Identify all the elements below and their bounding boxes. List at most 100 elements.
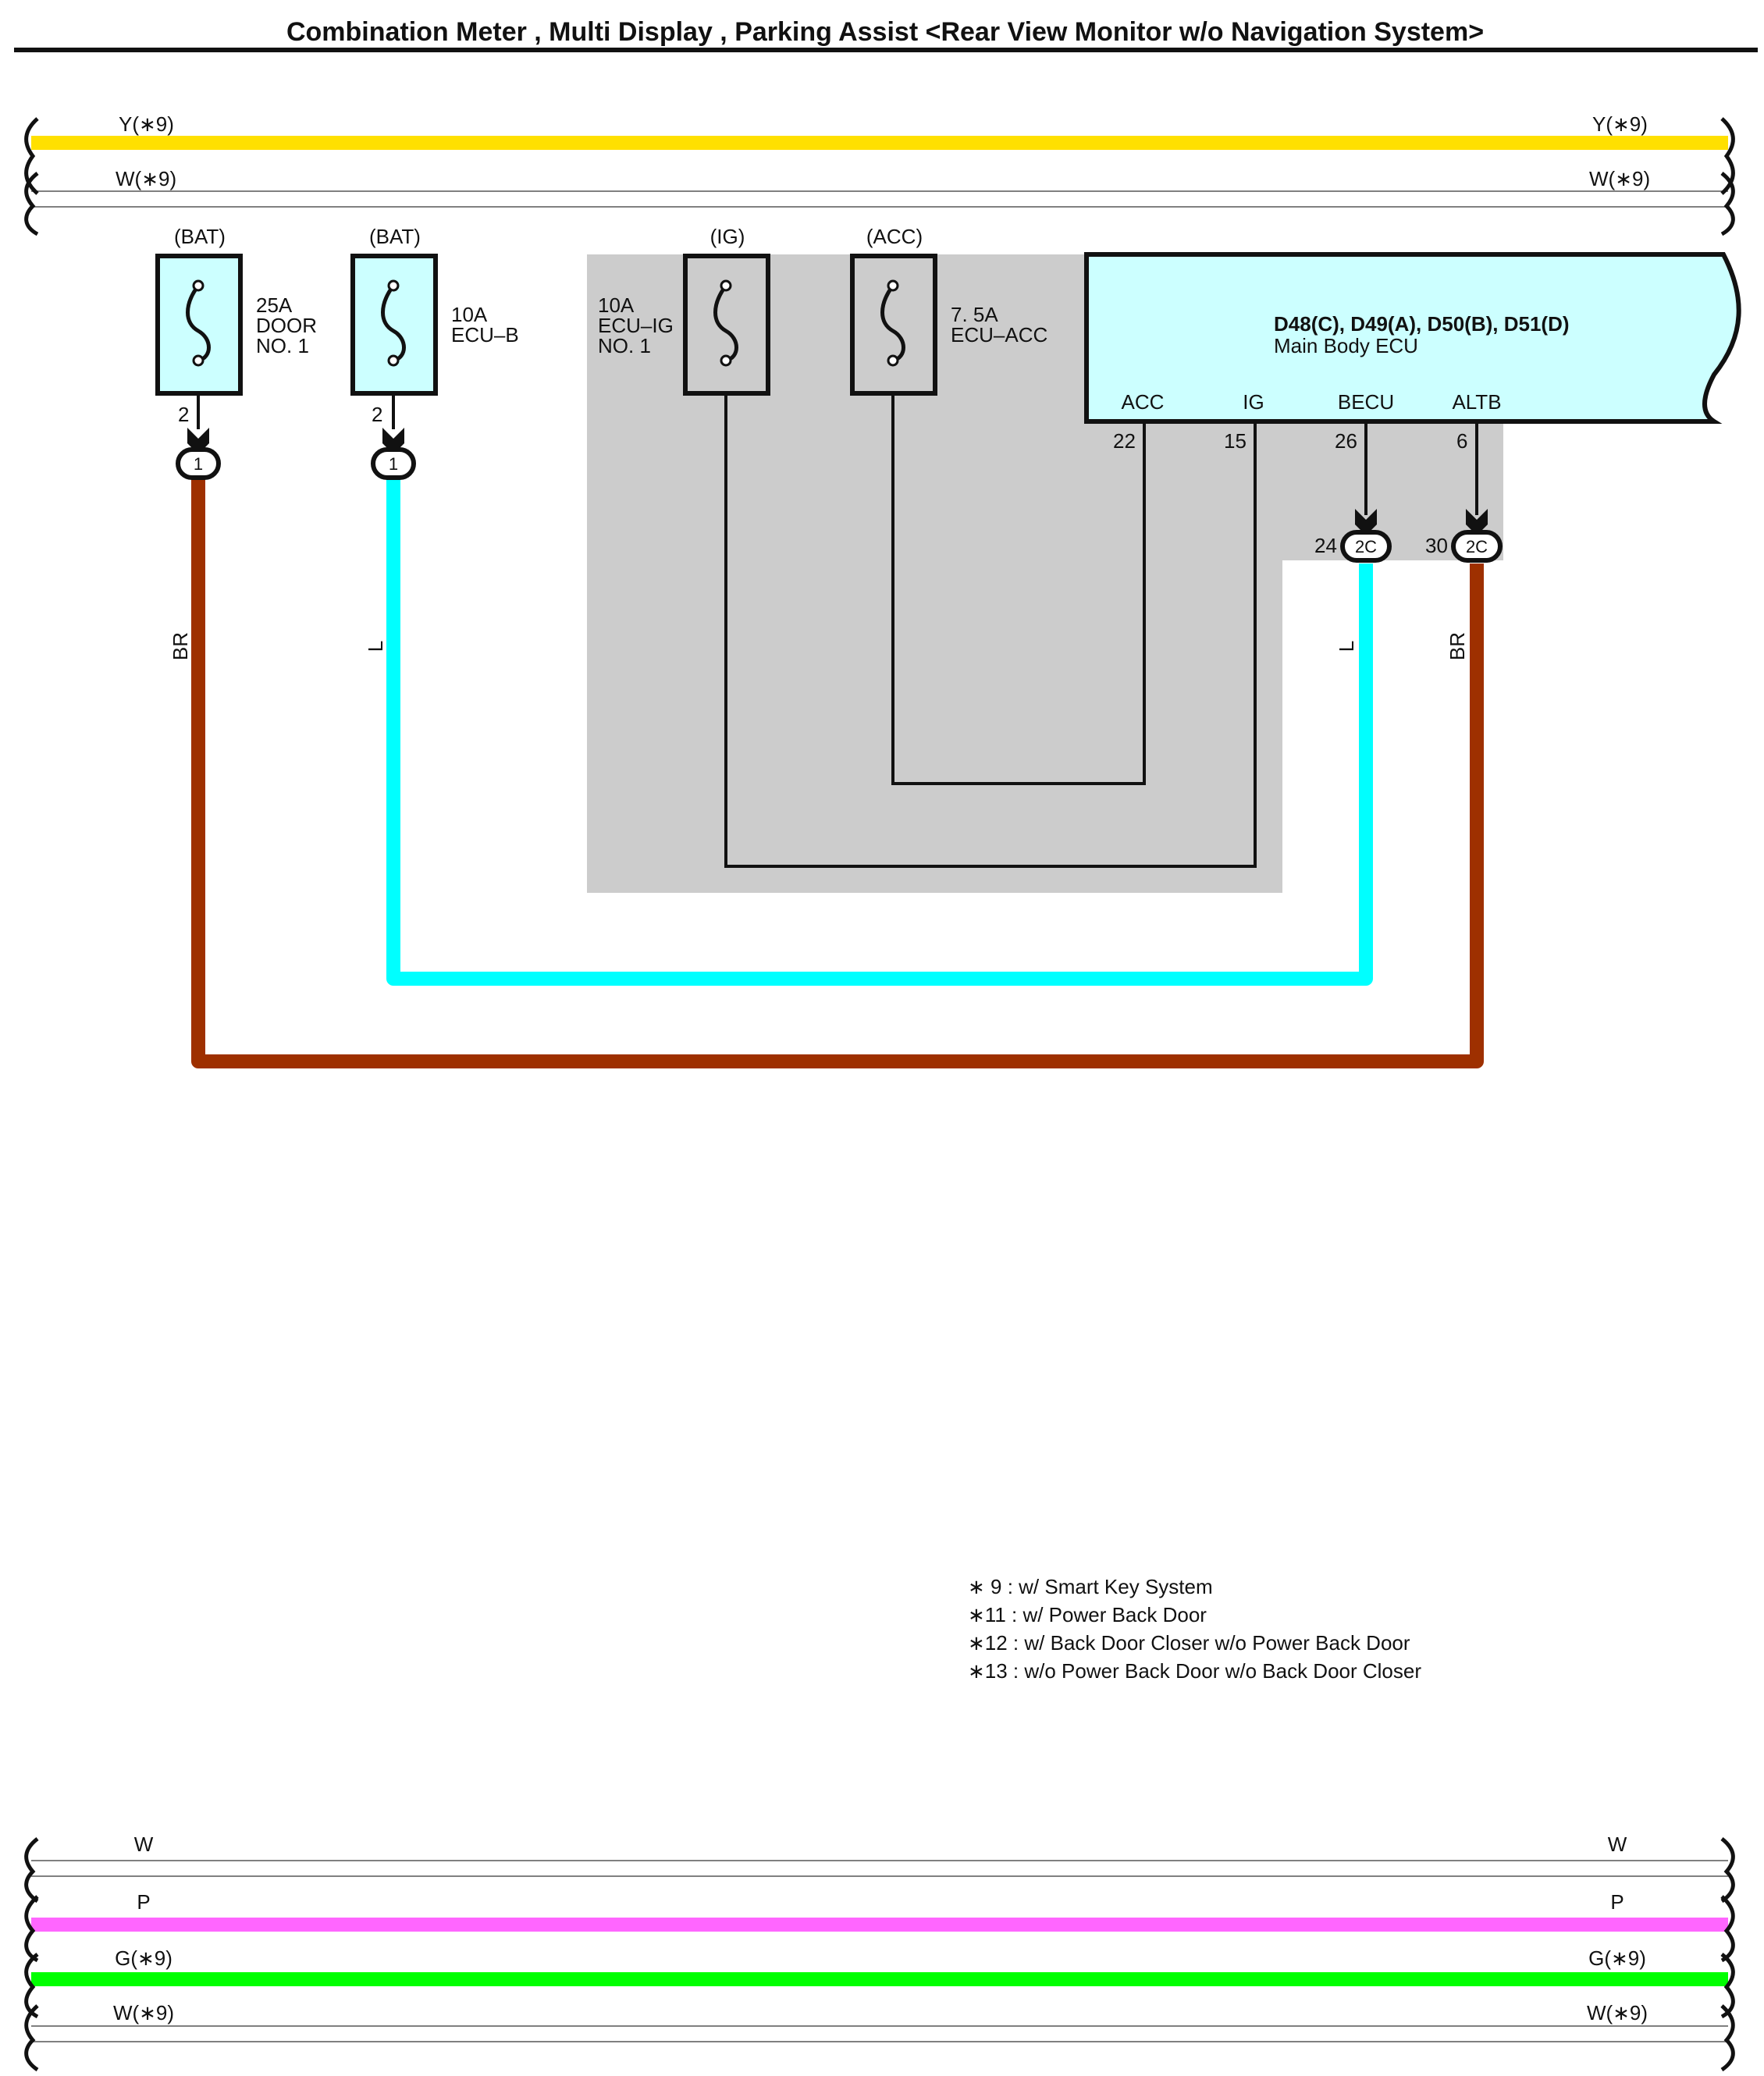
fuse-symbol-icon <box>381 284 406 363</box>
fuse-source: (BAT) <box>174 225 226 248</box>
fuse-symbol-icon <box>880 284 905 363</box>
fuse-source: (IG) <box>710 225 745 248</box>
bus-break-left <box>24 1953 39 2019</box>
bus-label: G(∗9) <box>1588 1946 1646 1970</box>
fuse-source: (BAT) <box>369 225 421 248</box>
fuse-rating: 25A <box>256 293 293 317</box>
fuse-name: NO. 1 <box>598 334 651 357</box>
ecu-connectors: D48(C), D49(A), D50(B), D51(D) <box>1274 312 1570 336</box>
fuse-node <box>887 279 899 292</box>
connector-fuse2: 1 <box>371 428 416 480</box>
fuse-pin: 2 <box>178 403 189 426</box>
bus-label: W(∗9) <box>1589 167 1650 190</box>
wire-label-br: BR <box>1446 632 1469 660</box>
fuse-name: ECU–ACC <box>951 323 1047 347</box>
bus-label: W(∗9) <box>1587 2001 1648 2024</box>
fuse-rating: 7. 5A <box>951 303 998 326</box>
fuse-symbol-icon <box>186 284 211 363</box>
fuse-node <box>720 354 732 367</box>
connector-arrow-icon <box>1466 509 1488 535</box>
connector-altb-2c: 2C 30 <box>1425 509 1503 563</box>
bus-label: W <box>1608 1832 1627 1856</box>
fuse-name: DOOR <box>256 314 317 337</box>
fuse-box <box>683 254 770 396</box>
top-bus: Y(∗9) Y(∗9) W(∗9) W(∗9) <box>24 112 1735 236</box>
connector-id: 1 <box>389 454 398 474</box>
connector-pill <box>1340 530 1392 563</box>
footnote: ∗13 : w/o Power Back Door w/o Back Door … <box>968 1659 1421 1683</box>
bus-break-right <box>1720 1895 1735 1963</box>
fuse-box <box>155 254 243 396</box>
bus-label: P <box>137 1890 150 1914</box>
bus-label: W <box>134 1832 154 1856</box>
bus-break-right <box>1720 172 1735 236</box>
ecu-terminal-acc: ACC <box>1122 390 1165 414</box>
connector-id: 1 <box>194 454 203 474</box>
fuse-name: NO. 1 <box>256 334 309 357</box>
connector-pin: 30 <box>1425 534 1448 557</box>
fuse-node <box>387 354 400 367</box>
fuse-name: ECU–B <box>451 323 519 347</box>
footnotes: ∗ 9 : w/ Smart Key System ∗11 : w/ Power… <box>968 1575 1421 1683</box>
wire-label-br: BR <box>169 632 192 660</box>
fuse-name: ECU–IG <box>598 314 674 337</box>
fuse-node <box>887 354 899 367</box>
fuse-node <box>387 279 400 292</box>
bus-break-right <box>1720 1837 1735 1904</box>
connector-becu-2c: 2C 24 <box>1314 509 1392 563</box>
fuse-source: (ACC) <box>866 225 923 248</box>
ecu-terminal-becu: BECU <box>1338 390 1394 414</box>
ecu-pin-becu: 26 <box>1335 429 1357 453</box>
ecu-pin-acc: 22 <box>1113 429 1136 453</box>
bus-break-left <box>24 1837 39 1904</box>
footnote: ∗ 9 : w/ Smart Key System <box>968 1575 1213 1598</box>
footnote: ∗11 : w/ Power Back Door <box>968 1603 1207 1626</box>
fuse-box <box>850 254 937 396</box>
wire-br <box>191 479 1484 1068</box>
ecu-box <box>1084 252 1741 424</box>
bus-label: W(∗9) <box>113 2001 174 2024</box>
connector-arrow-icon <box>1355 509 1377 535</box>
bus-break-left <box>24 2004 39 2072</box>
wire-ig-internal <box>724 382 1257 868</box>
bus-label: Y(∗9) <box>1592 112 1648 136</box>
connector-fuse1: 1 <box>176 428 221 480</box>
fuse-door-no1: (BAT) 25A DOOR NO. 1 2 <box>155 225 317 429</box>
bus-label: P <box>1610 1890 1624 1914</box>
wire-l <box>386 479 1373 986</box>
fuse-rating: 10A <box>598 293 635 317</box>
fuse-box <box>350 254 438 396</box>
fuse-pin: 2 <box>372 403 382 426</box>
footnote: ∗12 : w/ Back Door Closer w/o Power Back… <box>968 1631 1410 1655</box>
ecu-pin-altb: 6 <box>1456 429 1467 453</box>
connector-pin: 24 <box>1314 534 1337 557</box>
bus-label: G(∗9) <box>115 1946 172 1970</box>
ecu-name: Main Body ECU <box>1274 334 1418 357</box>
ecu-terminal-ig: IG <box>1243 390 1264 414</box>
fuse-node <box>192 279 204 292</box>
fuse-ecu-acc: (ACC) 7. 5A ECU–ACC <box>850 225 1047 396</box>
fuse-ecu-ig-no1: (IG) 10A ECU–IG NO. 1 <box>598 225 770 396</box>
page-title: Combination Meter , Multi Display , Park… <box>286 17 1484 47</box>
connector-id: 2C <box>1466 537 1488 556</box>
bus-break-right <box>1720 1953 1735 2019</box>
wire-label-l: L <box>1335 641 1358 652</box>
bottom-bus: W W P P G(∗9) G(∗9) W(∗9) W(∗9) <box>24 1832 1735 2072</box>
connector-pill <box>1451 530 1503 563</box>
bus-break-left <box>24 1895 39 1963</box>
wire-acc-internal <box>891 382 1146 785</box>
bus-break-left <box>24 172 39 236</box>
fuse-rating: 10A <box>451 303 488 326</box>
fuse-node <box>720 279 732 292</box>
connector-pill <box>371 447 416 480</box>
fuse-ecu-b: (BAT) 10A ECU–B 2 <box>350 225 519 429</box>
bus-label: W(∗9) <box>116 167 176 190</box>
ecu-pin-ig: 15 <box>1224 429 1247 453</box>
fuse-node <box>192 354 204 367</box>
bus-label: Y(∗9) <box>119 112 174 136</box>
ecu-terminal-altb: ALTB <box>1452 390 1501 414</box>
connector-pill <box>176 447 221 480</box>
connector-id: 2C <box>1355 537 1377 556</box>
bus-break-right <box>1720 2004 1735 2072</box>
